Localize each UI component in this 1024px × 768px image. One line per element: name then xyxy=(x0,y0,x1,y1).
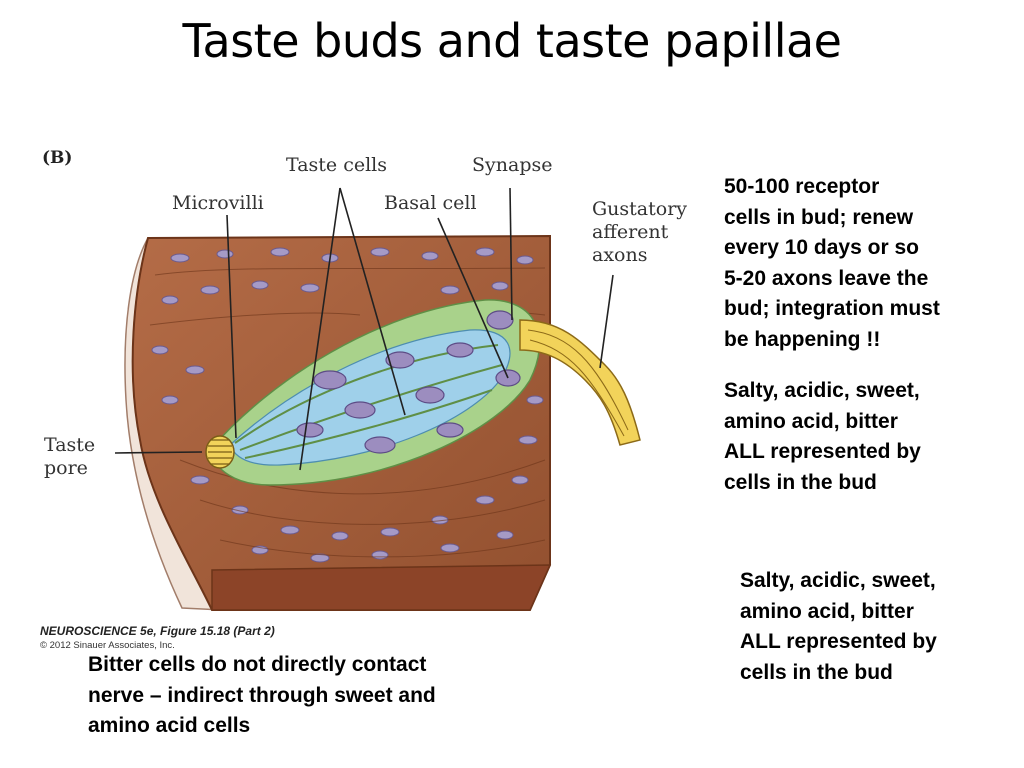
figure-copyright: © 2012 Sinauer Associates, Inc. xyxy=(40,640,175,651)
gustatory-nerve xyxy=(519,319,641,446)
block-bottom-face xyxy=(211,564,552,611)
taste-pore-microvilli xyxy=(205,435,235,469)
label-synapse: Synapse xyxy=(472,154,553,176)
taste-bud-illustration xyxy=(114,187,641,611)
taste-cell-nuclei xyxy=(296,310,521,454)
label-taste-cells: Taste cells xyxy=(286,154,387,176)
taste-bud-figure: (B) Taste cells Synapse Microvilli Basal… xyxy=(30,140,720,660)
slide-title: Taste buds and taste papillae xyxy=(182,14,842,68)
note-tastes-represented: Salty, acidic, sweet, amino acid, bitter… xyxy=(724,379,921,494)
label-microvilli: Microvilli xyxy=(172,192,264,214)
label-gustatory-afferent-axons: Gustatory afferent axons xyxy=(592,198,688,266)
figure-credit: NEUROSCIENCE 5e, Figure 15.18 (Part 2) xyxy=(40,624,275,638)
label-leader-lines xyxy=(114,187,614,471)
note-tastes-represented-duplicate: Salty, acidic, sweet, amino acid, bitter… xyxy=(740,569,937,684)
note-bitter-cells: Bitter cells do not directly contact ner… xyxy=(88,653,436,737)
label-basal-cell: Basal cell xyxy=(384,192,477,214)
label-taste-pore: Taste pore xyxy=(44,434,96,479)
note-receptor-cells: 50-100 receptor cells in bud; renew ever… xyxy=(724,175,940,351)
panel-label: (B) xyxy=(42,148,73,168)
